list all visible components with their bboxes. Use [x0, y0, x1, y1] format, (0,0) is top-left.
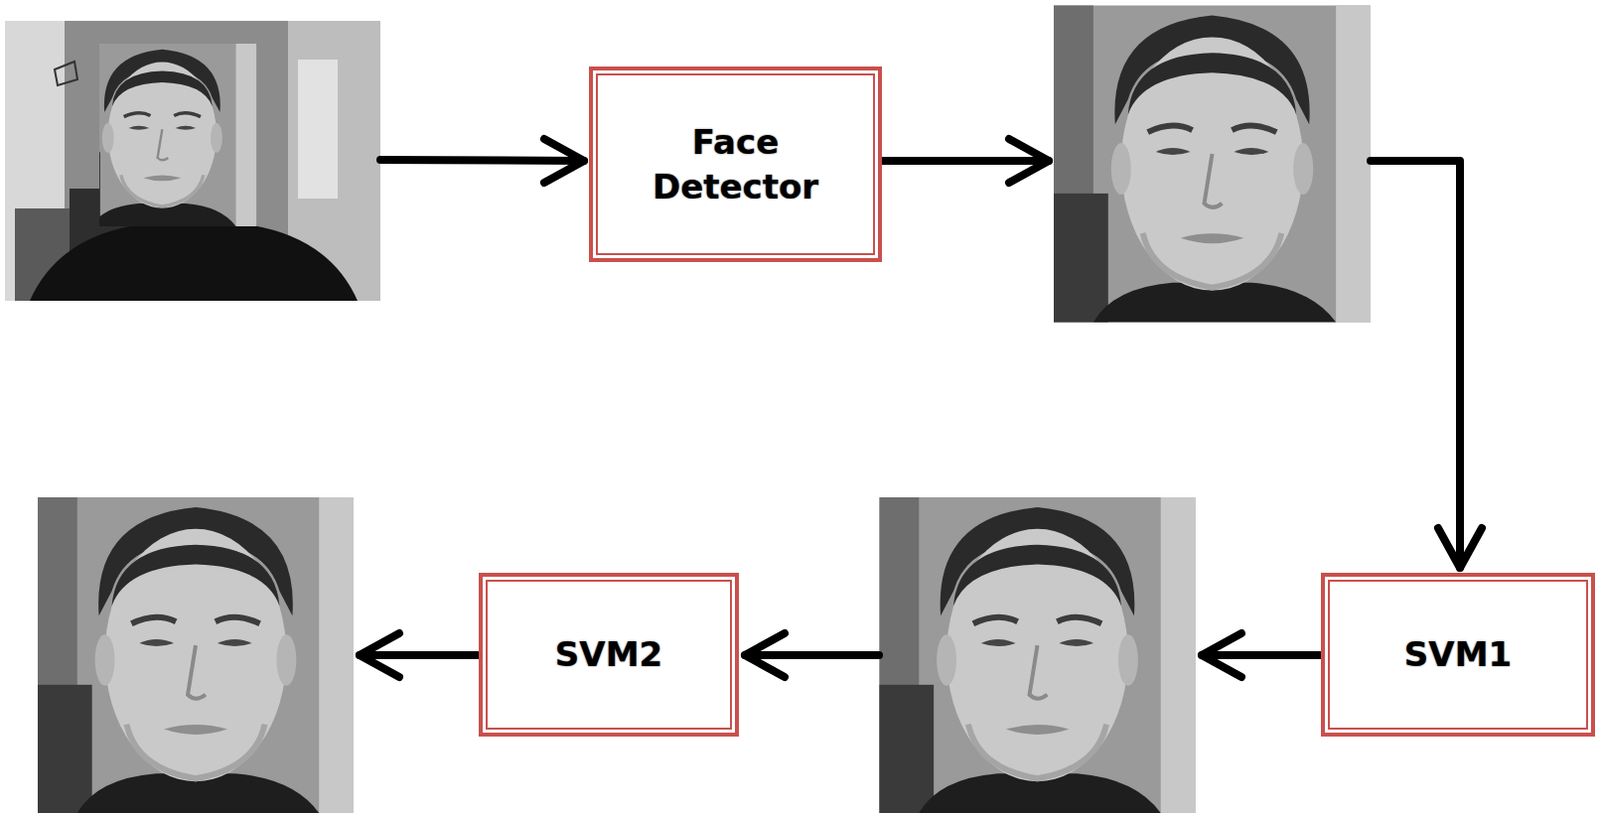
arrow-head [1009, 139, 1049, 183]
process-box: Face Detector [588, 66, 882, 263]
box-label: SVM1 [1404, 632, 1512, 677]
arrow-head [359, 633, 400, 678]
flow-arrow [744, 651, 879, 660]
face-crop [1053, 5, 1371, 323]
box-label: Face Detector [616, 120, 856, 208]
flow-arrow [881, 156, 1049, 165]
box-label: SVM2 [555, 632, 663, 677]
face-aligned [879, 497, 1196, 813]
face-output [37, 497, 354, 813]
flow-arrow [380, 159, 584, 161]
flow-arrow [1201, 651, 1321, 660]
flow-arrow [1370, 160, 1460, 569]
process-box: SVM2 [478, 573, 739, 737]
arrow-head [1201, 633, 1242, 678]
arrow-head [744, 633, 785, 678]
arrow-head [1438, 528, 1482, 569]
flow-arrow [359, 651, 479, 660]
arrow-head [544, 139, 584, 183]
input-photo [4, 20, 381, 301]
process-box: SVM1 [1320, 573, 1596, 737]
